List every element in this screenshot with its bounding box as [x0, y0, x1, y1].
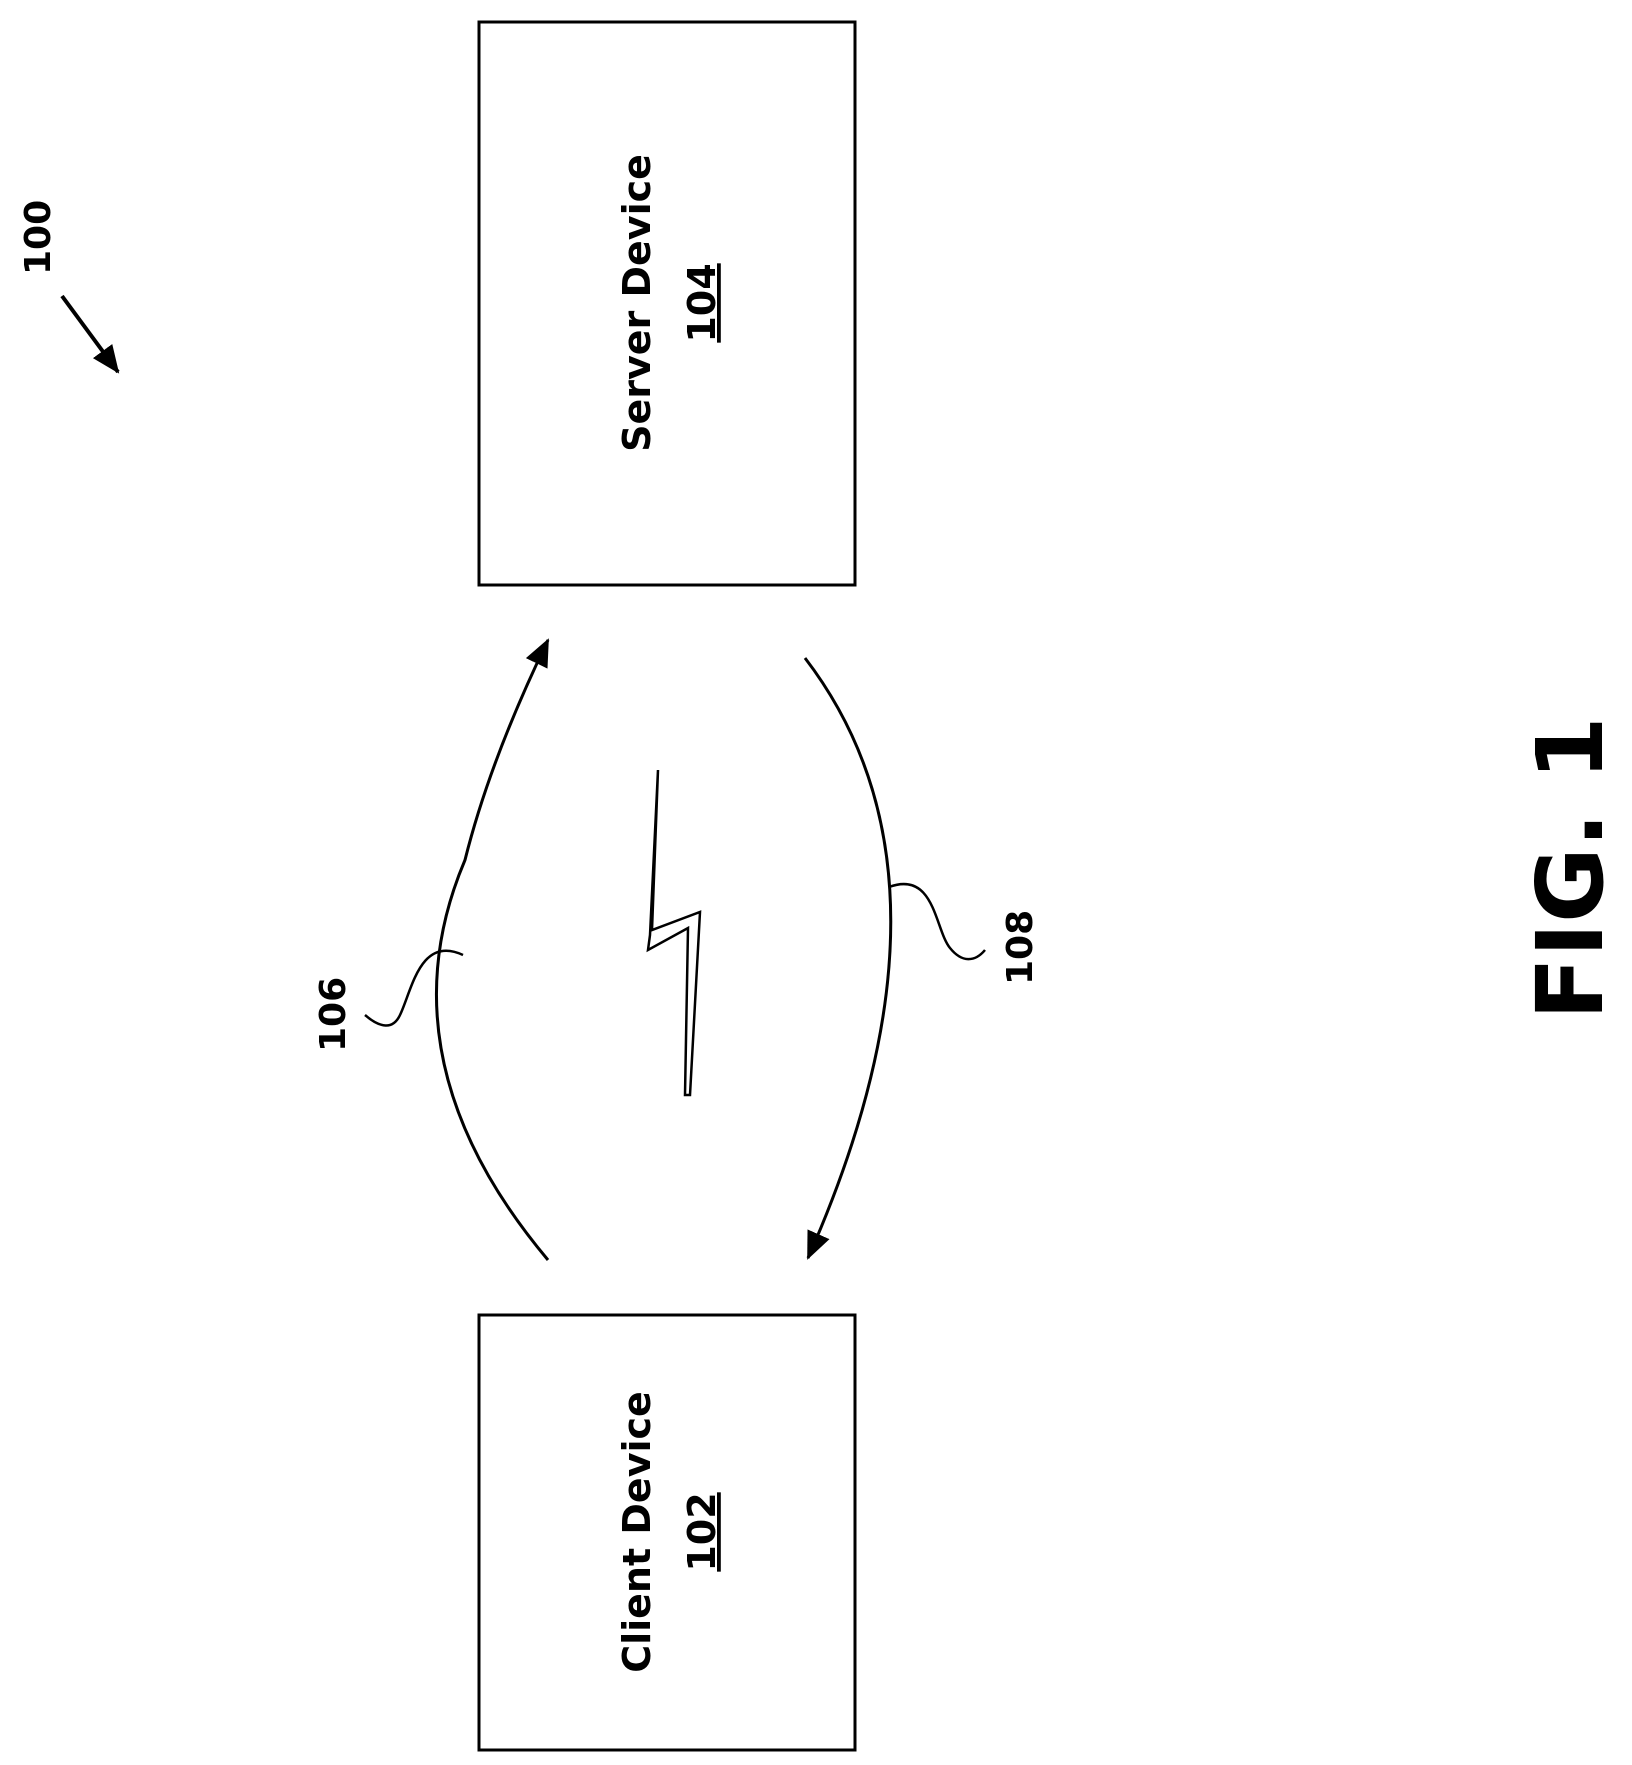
arrow-icon: [62, 296, 118, 372]
response-arrow: [805, 658, 891, 1258]
lightning-bolt-icon: [648, 770, 700, 1095]
request-edge: 106: [313, 640, 548, 1260]
client-device-node: Client Device 102: [479, 1315, 855, 1750]
request-arrow: [436, 640, 548, 1260]
response-leader-line: [889, 884, 985, 959]
figure-label: FIG. 1: [1517, 716, 1624, 1020]
request-edge-ref: 106: [313, 977, 354, 1052]
client-device-label: Client Device: [615, 1391, 659, 1673]
server-device-ref: 104: [680, 263, 724, 342]
figure-reference-number: 100: [18, 200, 59, 275]
client-device-box: [479, 1315, 855, 1750]
request-leader-line: [365, 951, 463, 1026]
server-device-label: Server Device: [615, 154, 659, 452]
client-device-ref: 102: [680, 1492, 724, 1571]
response-edge: 108: [805, 658, 1041, 1258]
server-device-node: Server Device 104: [479, 22, 855, 585]
response-edge-ref: 108: [1000, 910, 1041, 985]
figure-reference: 100: [18, 200, 118, 372]
server-device-box: [479, 22, 855, 585]
